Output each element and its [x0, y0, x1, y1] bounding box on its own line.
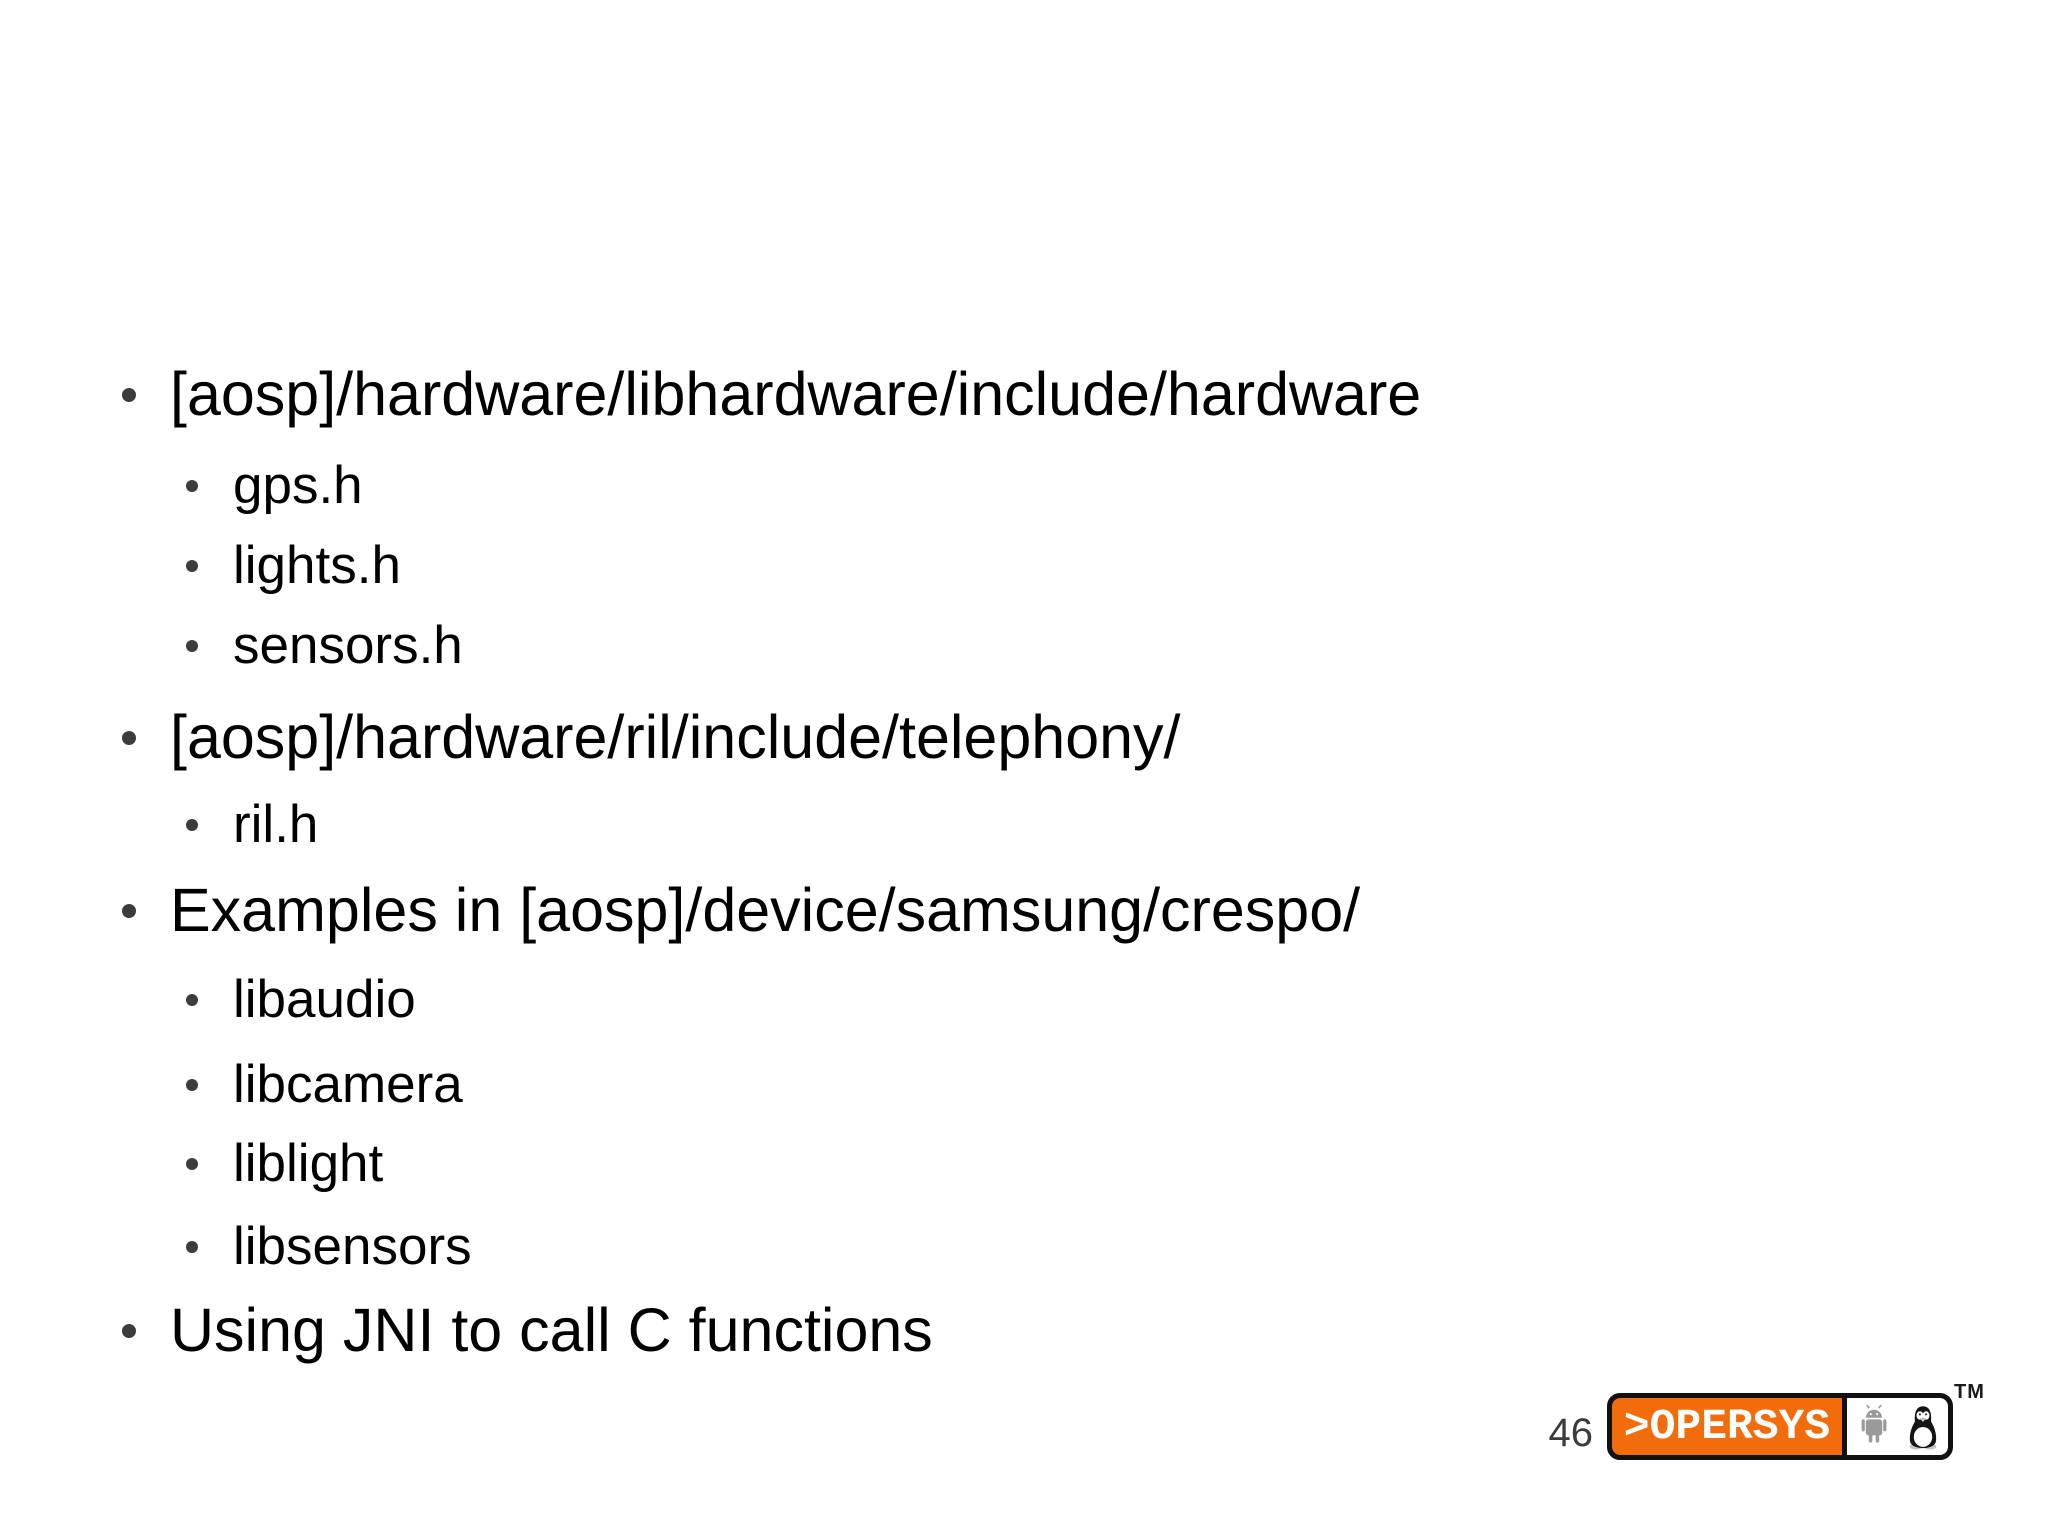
list-item: libcamera — [186, 1054, 463, 1116]
opersys-logo: >OPERSYS — [1607, 1393, 1953, 1460]
bullet-dot-icon — [122, 903, 136, 918]
list-item: Examples in [aosp]/device/samsung/crespo… — [122, 875, 1360, 946]
bullet-dot-icon — [186, 560, 198, 572]
bullet-dot-icon — [122, 387, 136, 402]
list-item: libsensors — [186, 1216, 472, 1278]
list-item-text: [aosp]/hardware/ril/include/telephony/ — [170, 703, 1181, 771]
tux-icon — [1903, 1404, 1943, 1450]
bullet-dot-icon — [186, 640, 198, 652]
list-item-text: libcamera — [233, 1055, 463, 1114]
list-item: [aosp]/hardware/libhardware/include/hard… — [122, 359, 1421, 430]
list-item: gps.h — [186, 455, 363, 517]
list-item: sensors.h — [186, 615, 463, 677]
opersys-logo-wordmark: >OPERSYS — [1612, 1398, 1847, 1455]
trademark-label: TM — [1954, 1381, 1985, 1403]
list-item: lights.h — [186, 535, 401, 597]
list-item-text: lights.h — [233, 536, 401, 595]
bullet-dot-icon — [186, 480, 198, 492]
list-item-text: gps.h — [233, 456, 363, 515]
list-item: liblight — [186, 1133, 383, 1195]
list-item-text: Examples in [aosp]/device/samsung/crespo… — [170, 876, 1361, 944]
bullet-dot-icon — [186, 1079, 198, 1091]
list-item-text: [aosp]/hardware/libhardware/include/hard… — [170, 360, 1422, 428]
bullet-dot-icon — [186, 819, 198, 831]
bullet-dot-icon — [186, 1241, 198, 1253]
list-item-text: sensors.h — [233, 616, 463, 675]
list-item: ril.h — [186, 794, 318, 856]
list-item: [aosp]/hardware/ril/include/telephony/ — [122, 702, 1181, 773]
list-item: Using JNI to call C functions — [122, 1295, 933, 1366]
list-item-text: ril.h — [233, 795, 319, 854]
list-item-text: Using JNI to call C functions — [170, 1296, 933, 1364]
opersys-logo-text: >OPERSYS — [1623, 1402, 1831, 1451]
bullet-dot-icon — [122, 730, 136, 745]
opersys-logo-icons — [1847, 1398, 1948, 1455]
bullet-dot-icon — [186, 1158, 198, 1170]
bullet-dot-icon — [186, 994, 198, 1006]
list-item-text: libsensors — [233, 1217, 472, 1276]
page-number: 46 — [1548, 1411, 1594, 1455]
bullet-dot-icon — [122, 1323, 136, 1338]
list-item: libaudio — [186, 969, 416, 1031]
list-item-text: liblight — [233, 1134, 384, 1193]
android-icon — [1853, 1404, 1895, 1449]
list-item-text: libaudio — [233, 970, 416, 1029]
